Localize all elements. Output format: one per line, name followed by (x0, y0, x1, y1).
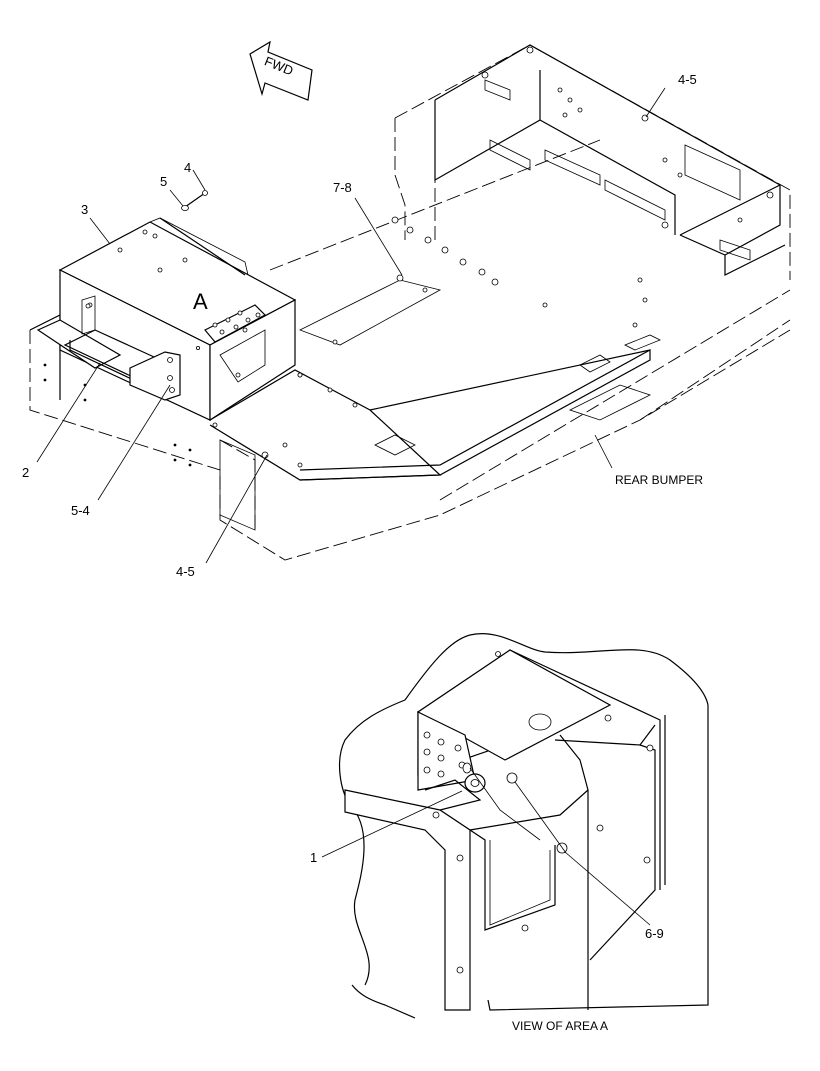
tool-box: A (58, 217, 303, 428)
leader-lines (36, 87, 666, 564)
floor-plate (209, 216, 661, 481)
lid-plate (416, 649, 612, 761)
area-a-marker: A (193, 289, 208, 314)
callout-7-8: 7-8 (333, 180, 352, 195)
callout-5-4: 5-4 (71, 503, 90, 518)
callout-6-9: 6-9 (645, 926, 664, 941)
callout-2: 2 (22, 465, 29, 480)
callout-4: 4 (184, 160, 191, 175)
view-caption: VIEW OF AREA A (512, 1019, 608, 1033)
callout-4-5-bottom: 4-5 (176, 564, 195, 579)
mount-bracket (344, 789, 471, 1011)
callout-1: 1 (310, 850, 317, 865)
main-view: FWD (22, 40, 791, 579)
callout-4-5-top: 4-5 (678, 72, 697, 87)
fwd-arrow: FWD (249, 40, 313, 101)
rear-structure (434, 44, 786, 303)
latch-part-1 (462, 762, 541, 841)
handle-assembly (36, 295, 181, 401)
callout-5: 5 (160, 174, 167, 189)
detail-view-area-a: 1 6-9 VIEW OF AREA A (310, 633, 709, 1033)
rear-bumper-label: REAR BUMPER (615, 473, 703, 487)
callout-3: 3 (81, 202, 88, 217)
bolt-and-washer (181, 190, 208, 211)
